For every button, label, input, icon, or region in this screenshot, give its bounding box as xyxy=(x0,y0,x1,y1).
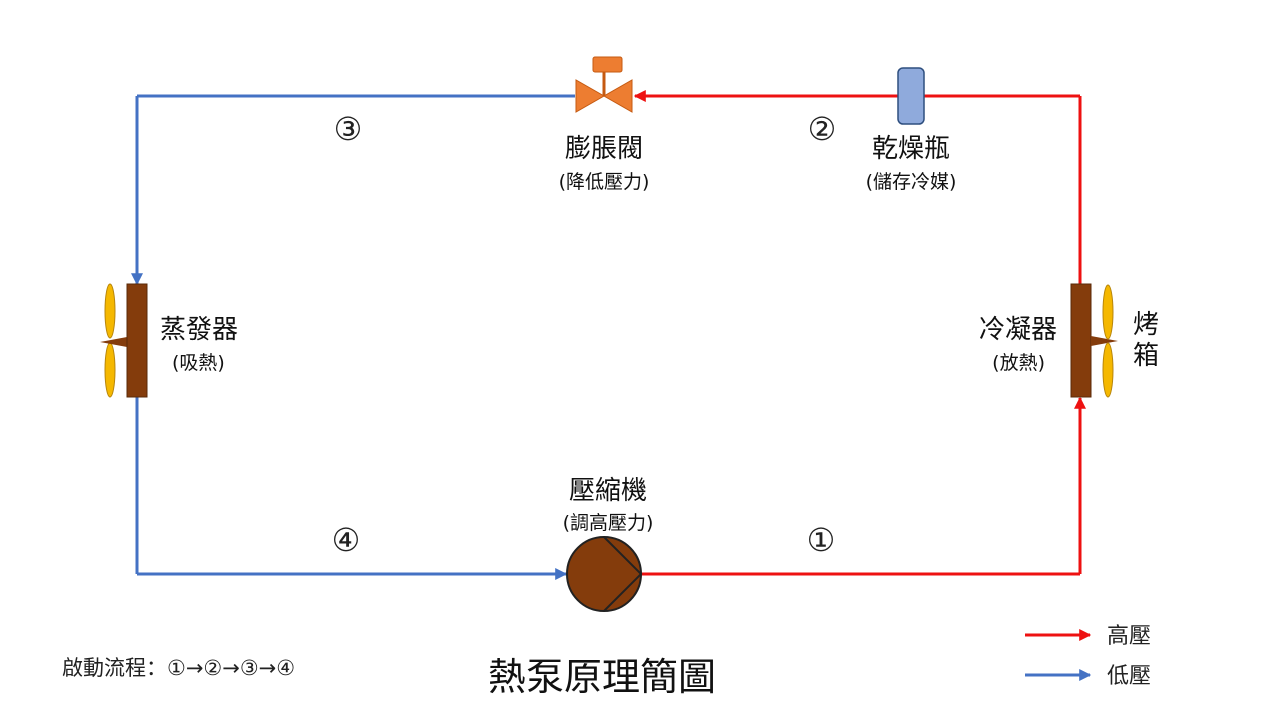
oven-label-line1: 烤 xyxy=(1133,310,1159,340)
condenser-note: (放熱) xyxy=(992,352,1045,374)
legend-low-label: 低壓 xyxy=(1107,664,1151,689)
expansion-valve-icon xyxy=(575,56,633,113)
step-marker-3: ③ xyxy=(334,110,363,148)
step-marker-1: ① xyxy=(807,521,836,559)
expansion-valve-note: (降低壓力) xyxy=(559,171,650,193)
evaporator-note: (吸熱) xyxy=(172,352,225,374)
oven-label-line2: 箱 xyxy=(1133,341,1159,371)
startup-sequence-text: 啟動流程：①→②→③→④ xyxy=(62,656,295,680)
step-marker-2: ② xyxy=(808,110,837,148)
condenser-fan-icon xyxy=(1091,284,1118,398)
dryer-label: 乾燥瓶 xyxy=(872,134,950,164)
compressor-icon xyxy=(566,536,643,612)
evaporator-coil-icon xyxy=(126,283,148,398)
dryer-note: (儲存冷媒) xyxy=(866,171,957,193)
condenser-coil-icon xyxy=(1070,283,1092,398)
legend-high-label: 高壓 xyxy=(1107,624,1151,649)
step-marker-4: ④ xyxy=(332,521,361,559)
condenser-label: 冷凝器 xyxy=(979,315,1057,345)
dryer-icon xyxy=(897,67,925,125)
expansion-valve-label: 膨脹閥 xyxy=(565,134,643,164)
diagram-title: 熱泵原理簡圖 xyxy=(488,655,716,699)
evaporator-fan-icon xyxy=(100,283,127,398)
evaporator-label: 蒸發器 xyxy=(160,315,238,345)
compressor-label: 壓縮機 xyxy=(569,476,647,506)
compressor-note: (調高壓力) xyxy=(563,512,654,534)
